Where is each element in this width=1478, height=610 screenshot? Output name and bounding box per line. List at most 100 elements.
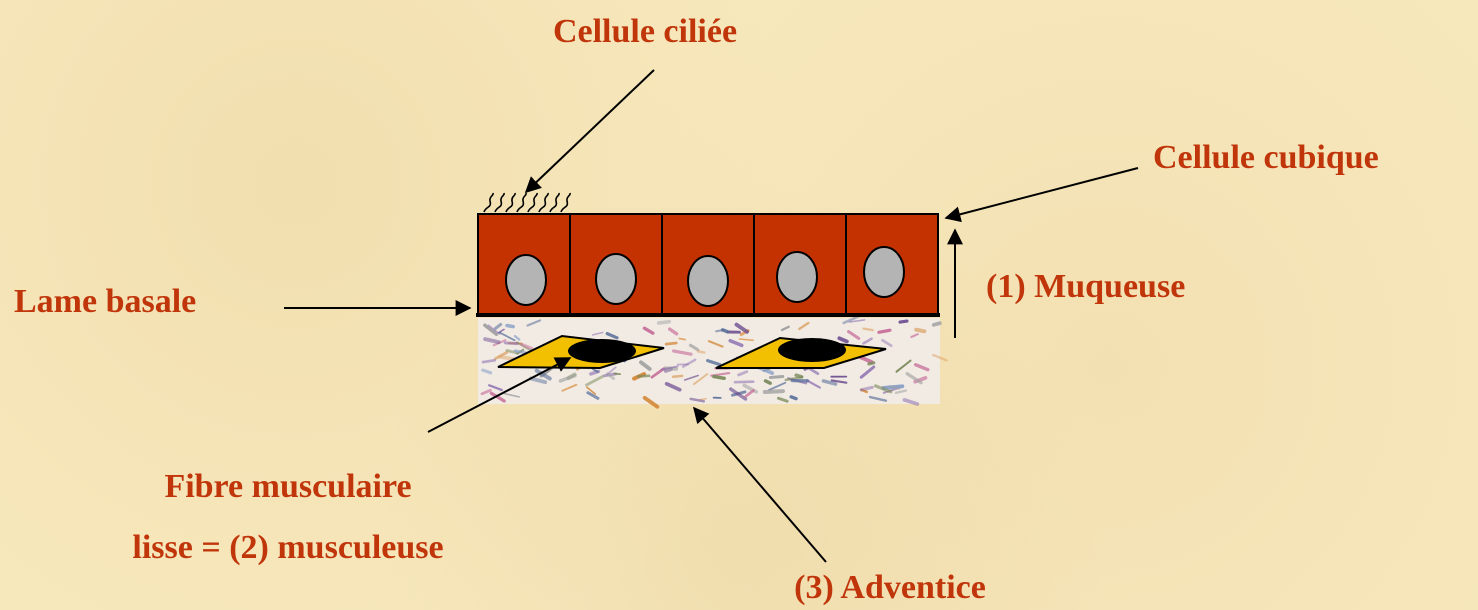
connective-fiber [895, 359, 912, 373]
connective-fiber [678, 337, 687, 341]
connective-fiber [671, 349, 693, 356]
connective-fiber [862, 337, 873, 345]
connective-fiber [493, 322, 503, 330]
connective-fiber [712, 374, 726, 380]
connective-fiber [913, 363, 930, 372]
connective-fiber [699, 398, 707, 401]
connective-fiber [636, 374, 651, 378]
connective-fiber [591, 367, 599, 373]
connective-fiber [837, 336, 849, 344]
connective-fiber [877, 328, 892, 334]
arrow-cellule-ciliee [524, 69, 655, 194]
connective-fiber [481, 358, 497, 364]
connective-fiber [889, 385, 901, 390]
connective-fiber [693, 373, 709, 386]
arrow-adventice [692, 406, 827, 563]
epithelial-cells [476, 213, 940, 317]
connective-fiber [606, 372, 616, 380]
connective-fiber [729, 387, 748, 401]
connective-fiber [734, 322, 749, 334]
connective-fiber [660, 365, 679, 371]
connective-fiber [762, 389, 785, 394]
connective-fiber [905, 372, 923, 385]
cell-5 [845, 213, 939, 315]
connective-fiber [503, 341, 519, 346]
label-adventice: (3) Adventice [794, 569, 986, 606]
connective-fiber [780, 325, 790, 332]
connective-fiber [830, 379, 848, 384]
connective-fiber [664, 341, 678, 346]
cell-nucleus [505, 254, 547, 306]
connective-fiber [689, 397, 706, 403]
connective-fiber [894, 389, 908, 395]
connective-fiber [707, 340, 724, 348]
connective-fiber [859, 385, 874, 392]
connective-fiber [914, 327, 927, 334]
connective-fiber [480, 388, 492, 396]
connective-fiber [859, 365, 876, 379]
connective-fiber [681, 358, 697, 368]
connective-fiber [873, 384, 893, 394]
cilia [483, 192, 571, 213]
connective-fiber [862, 327, 874, 332]
connective-fiber [847, 330, 861, 340]
connective-fiber [738, 338, 755, 342]
connective-fiber [585, 374, 605, 387]
connective-fiber [798, 321, 810, 331]
cell-nucleus [863, 246, 905, 298]
connective-fiber [784, 376, 804, 382]
connective-fiber [586, 391, 600, 400]
connective-fiber [932, 353, 948, 362]
connective-fiber [768, 375, 785, 379]
connective-fiber [733, 380, 755, 384]
connective-fiber [642, 395, 660, 409]
connective-fiber [505, 349, 518, 355]
connective-fiber [728, 338, 744, 348]
connective-fiber [481, 368, 493, 375]
label-cellule-ciliee: Cellule ciliée [553, 13, 737, 50]
connective-tissue-fibers [480, 313, 948, 409]
connective-fiber [534, 368, 552, 381]
cell-nucleus [687, 255, 729, 307]
label-muqueuse: (1) Muqueuse [986, 268, 1185, 305]
connective-fiber [656, 319, 672, 325]
connective-fiber [605, 332, 619, 340]
connective-fiber [776, 396, 789, 403]
smooth-muscle-fiber [715, 336, 887, 369]
connective-fiber [497, 354, 516, 361]
connective-fiber [763, 379, 772, 385]
connective-fiber [696, 349, 706, 354]
connective-fiber [639, 360, 652, 371]
connective-fiber [505, 323, 515, 329]
connective-fiber [526, 319, 542, 327]
connective-fiber [671, 374, 684, 378]
connective-fiber [848, 319, 866, 323]
cell-nucleus [595, 253, 637, 305]
arrow-cellule-cubique [944, 167, 1139, 223]
label-cellule-cubique: Cellule cubique [1153, 139, 1379, 176]
connective-fiber [768, 381, 787, 391]
connective-fiber [494, 351, 509, 360]
connective-fiber [492, 339, 507, 347]
connective-fiber [613, 372, 622, 376]
connective-fiber [487, 324, 501, 335]
connective-fiber [561, 383, 578, 392]
label-fibre-line2: lisse = (2) musculeuse [132, 529, 443, 566]
connective-fiber [489, 391, 506, 403]
connective-fiber [931, 321, 942, 327]
connective-fiber [737, 370, 749, 377]
connective-fiber [821, 379, 838, 386]
connective-fiber [586, 386, 597, 395]
connective-fiber [498, 331, 516, 342]
connective-fiber [720, 328, 730, 334]
connective-fiber [898, 319, 909, 324]
connective-fiber [789, 395, 798, 401]
connective-fiber [706, 359, 722, 367]
connective-fiber [529, 376, 548, 385]
connective-fiber [483, 323, 499, 336]
connective-fiber [868, 395, 888, 402]
connective-fiber [688, 343, 700, 352]
connective-fiber [668, 327, 679, 336]
connective-fiber [483, 337, 501, 345]
